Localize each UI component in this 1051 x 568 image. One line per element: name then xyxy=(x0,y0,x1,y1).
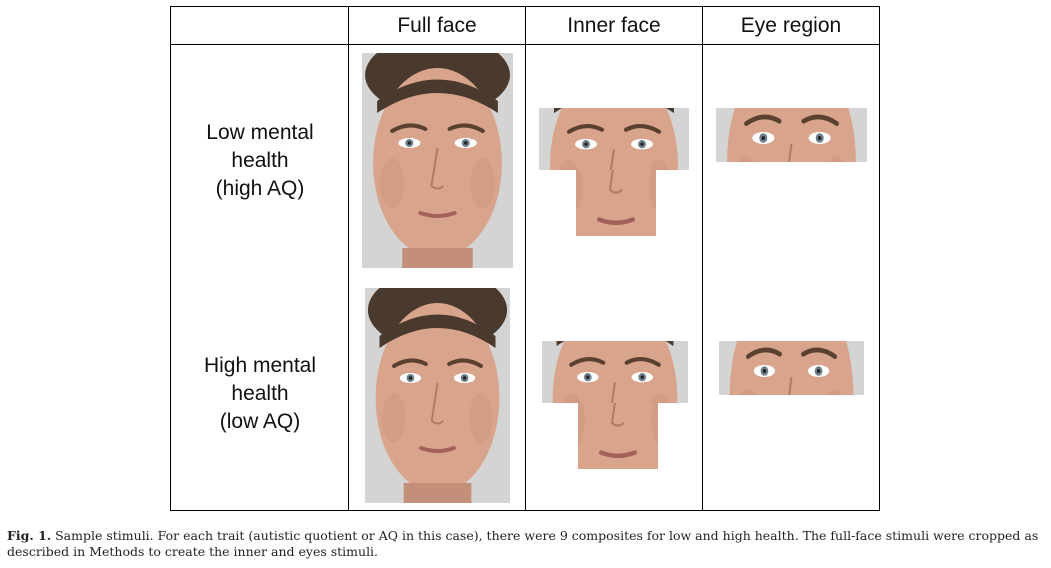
row-label-line: health xyxy=(231,382,289,405)
stimuli-table: Full face Inner face Eye region Low ment… xyxy=(170,6,880,511)
full-face-image-low xyxy=(362,53,513,268)
inner-face-lower-high xyxy=(578,403,658,469)
column-divider xyxy=(702,7,703,510)
header-full-face: Full face xyxy=(397,14,477,37)
row-label-low: Low mental health (high AQ) xyxy=(171,119,349,203)
full-face-image-high xyxy=(365,288,510,503)
row-label-line: (high AQ) xyxy=(215,177,305,200)
inner-face-image-low xyxy=(539,108,689,170)
column-divider xyxy=(348,7,349,510)
caption-text: Sample stimuli. For each trait (autistic… xyxy=(7,528,1039,559)
row-label-line: health xyxy=(231,149,289,172)
inner-face-image-high xyxy=(542,341,688,403)
column-divider xyxy=(525,7,526,510)
header-inner-face: Inner face xyxy=(567,14,661,37)
figure-caption: Fig. 1. Sample stimuli. For each trait (… xyxy=(7,528,1047,560)
row-label-high: High mental health (low AQ) xyxy=(171,352,349,436)
row-label-line: Low mental xyxy=(206,121,314,144)
eye-region-image-low xyxy=(716,108,867,162)
eye-region-image-high xyxy=(719,341,864,395)
row-label-line: (low AQ) xyxy=(219,410,301,433)
figure-label: Fig. 1. xyxy=(7,528,52,543)
row-label-line: High mental xyxy=(203,354,317,377)
inner-face-lower-low xyxy=(576,170,656,236)
header-eye-region: Eye region xyxy=(740,14,842,37)
